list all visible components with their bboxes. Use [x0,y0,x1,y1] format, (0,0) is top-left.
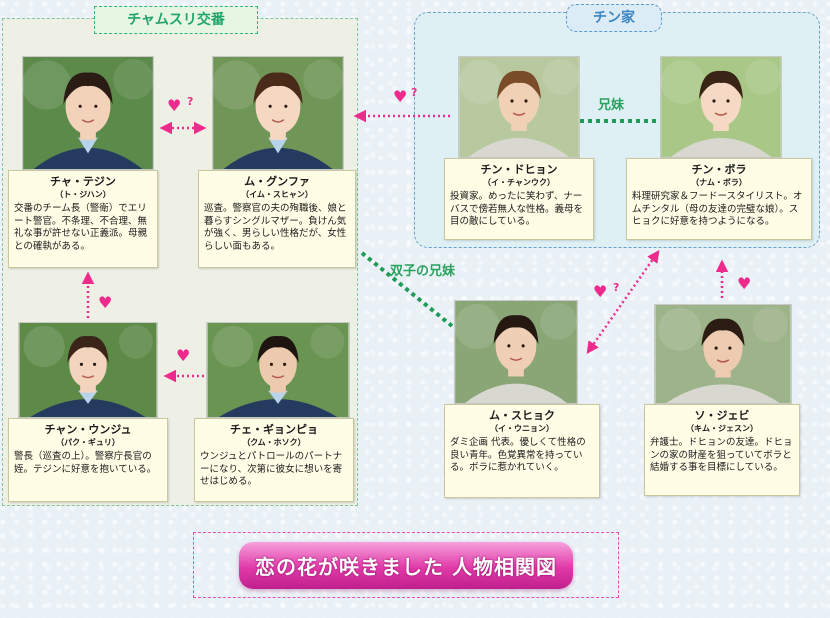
heart-icon: ♥ [98,293,113,312]
portrait-suhyuk [454,300,578,404]
character-name: チャ・テジン [50,175,116,188]
actor-name: （イ・ウニョン） [490,424,554,433]
police-group-label: チャムスリ交番 [94,6,258,34]
character-name: チン・ボラ [691,163,747,176]
character-name: ソ・ジェビ [694,409,750,422]
character-description: 弁護士。ドヒョンの友達。ドヒョンの家の財産を狙っていてボラと結婚する事を目標にし… [650,437,793,473]
character-description: ダミ企画 代表。優しくて性格の良い青年。色覚異常を持っている。ボラに惹かれていく… [450,437,586,473]
question-mark: ? [411,86,418,99]
question-mark: ? [613,281,620,294]
character-card-gunfa: ム・グンファ （イム・スヒャン） 巡査。警察官の夫の殉職後、娘と暮らすシングルマ… [198,170,356,268]
character-card-dohyun: チン・ドヒョン （イ・チャンウク） 投資家。めったに笑わず、ナーバスで傍若無人な… [444,158,594,240]
character-card-unju: チャン・ウンジュ （パク・ギュリ） 警長（巡査の上）。警察庁長官の姪。テジンに好… [8,418,168,502]
character-name: ム・グンファ [244,175,310,188]
heart-icon: ♥ [393,87,408,106]
portrait-dohyun [458,56,580,158]
character-name: チェ・ギョンピョ [230,423,318,436]
actor-name: （イム・スヒャン） [241,190,313,199]
portrait-gyonpyo [206,322,350,418]
character-card-bora: チン・ボラ （ナム・ボラ） 料理研究家＆フードースタイリスト。オムチンタル（母の… [626,158,812,240]
portrait-gunfa [212,56,344,170]
actor-name: （キム・ジェスン） [686,424,758,433]
siblings-label: 兄妹 [598,98,625,113]
character-description: 料理研究家＆フードースタイリスト。オムチンタル（母の友達の完璧な娘）。スヒョクに… [632,191,803,227]
actor-name: （ナム・ボラ） [691,178,747,187]
family-group-label: チン家 [566,4,662,32]
character-name: チャン・ウンジュ [44,423,132,436]
portrait-taejin [22,56,154,170]
heart-icon: ♥ [593,282,608,301]
diagram-title-frame: 恋の花が咲きました 人物相関図 [193,532,619,598]
actor-name: （クム・ホソク） [242,438,306,447]
character-description: 警長（巡査の上）。警察庁長官の姪。テジンに好意を抱いている。 [14,451,157,475]
actor-name: （ト・ジハン） [55,190,111,199]
character-card-jeubi: ソ・ジェビ （キム・ジェスン） 弁護士。ドヒョンの友達。ドヒョンの家の財産を狙っ… [644,404,800,496]
portrait-unju [18,322,158,418]
diagram-title: 恋の花が咲きました 人物相関図 [239,541,573,589]
portrait-bora [660,56,782,158]
character-description: 投資家。めったに笑わず、ナーバスで傍若無人な性格。義母を目の敵にしている。 [450,191,584,227]
character-name: ム・スヒョク [489,409,555,422]
character-description: 巡査。警察官の夫の殉職後、娘と暮らすシングルマザー。負けん気が強く、男らしい性格… [204,203,347,252]
portrait-jeubi [654,304,792,404]
heart-icon: ♥ [176,346,191,365]
actor-name: （イ・チャンウク） [483,178,555,187]
twins-label: 双子の兄妹 [390,264,456,279]
character-name: チン・ドヒョン [480,163,558,176]
character-card-taejin: チャ・テジン （ト・ジハン） 交番のチーム長（警衛）でエリート警官。不条理、不合… [8,170,158,268]
question-mark: ? [187,95,194,108]
heart-icon: ♥ [167,96,182,115]
character-card-gyonpyo: チェ・ギョンピョ （クム・ホソク） ウンジュとパトロールのパートナーになり、次第… [194,418,354,502]
character-description: 交番のチーム長（警衛）でエリート警官。不条理、不合理、無礼な事が許せない正義派。… [14,203,148,252]
link-suhyuk-bora [586,249,660,355]
character-card-suhyuk: ム・スヒョク （イ・ウニョン） ダミ企画 代表。優しくて性格の良い青年。色覚異常… [444,404,600,498]
actor-name: （パク・ギュリ） [56,438,120,447]
heart-icon: ♥ [737,274,752,293]
character-description: ウンジュとパトロールのパートナーになり、次第に彼女に想いを寄せはじめる。 [200,451,343,487]
